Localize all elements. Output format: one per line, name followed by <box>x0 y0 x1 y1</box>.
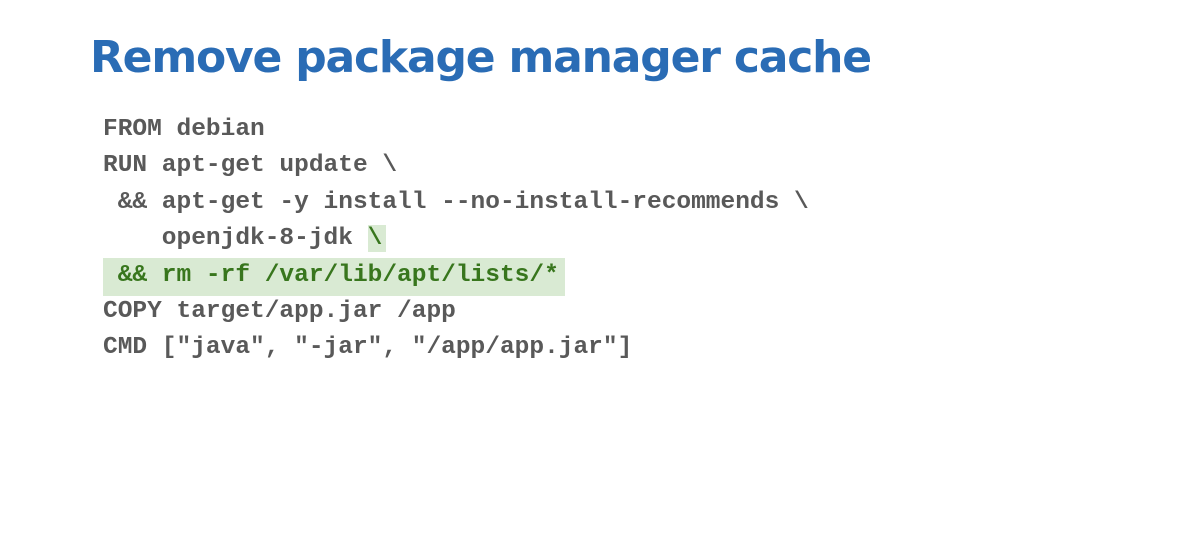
code-line-cmd: CMD ["java", "-jar", "/app/app.jar"] <box>103 334 633 362</box>
dockerfile-code-block: FROM debian RUN apt-get update \ && apt-… <box>103 112 809 367</box>
code-line-run: RUN apt-get update \ <box>103 152 398 180</box>
code-line-copy: COPY target/app.jar /app <box>103 297 456 325</box>
slide-title: Remove package manager cache <box>90 32 872 83</box>
code-line-package: openjdk-8-jdk \ <box>103 221 809 257</box>
code-line-package-text: openjdk-8-jdk <box>103 225 368 253</box>
code-line-install: && apt-get -y install --no-install-recom… <box>103 188 809 216</box>
highlighted-cleanup-command: && rm -rf /var/lib/apt/lists/* <box>103 257 565 296</box>
highlighted-continuation: \ <box>367 225 387 253</box>
code-line-from: FROM debian <box>103 116 265 143</box>
code-line-cleanup: && rm -rf /var/lib/apt/lists/* <box>103 257 809 296</box>
